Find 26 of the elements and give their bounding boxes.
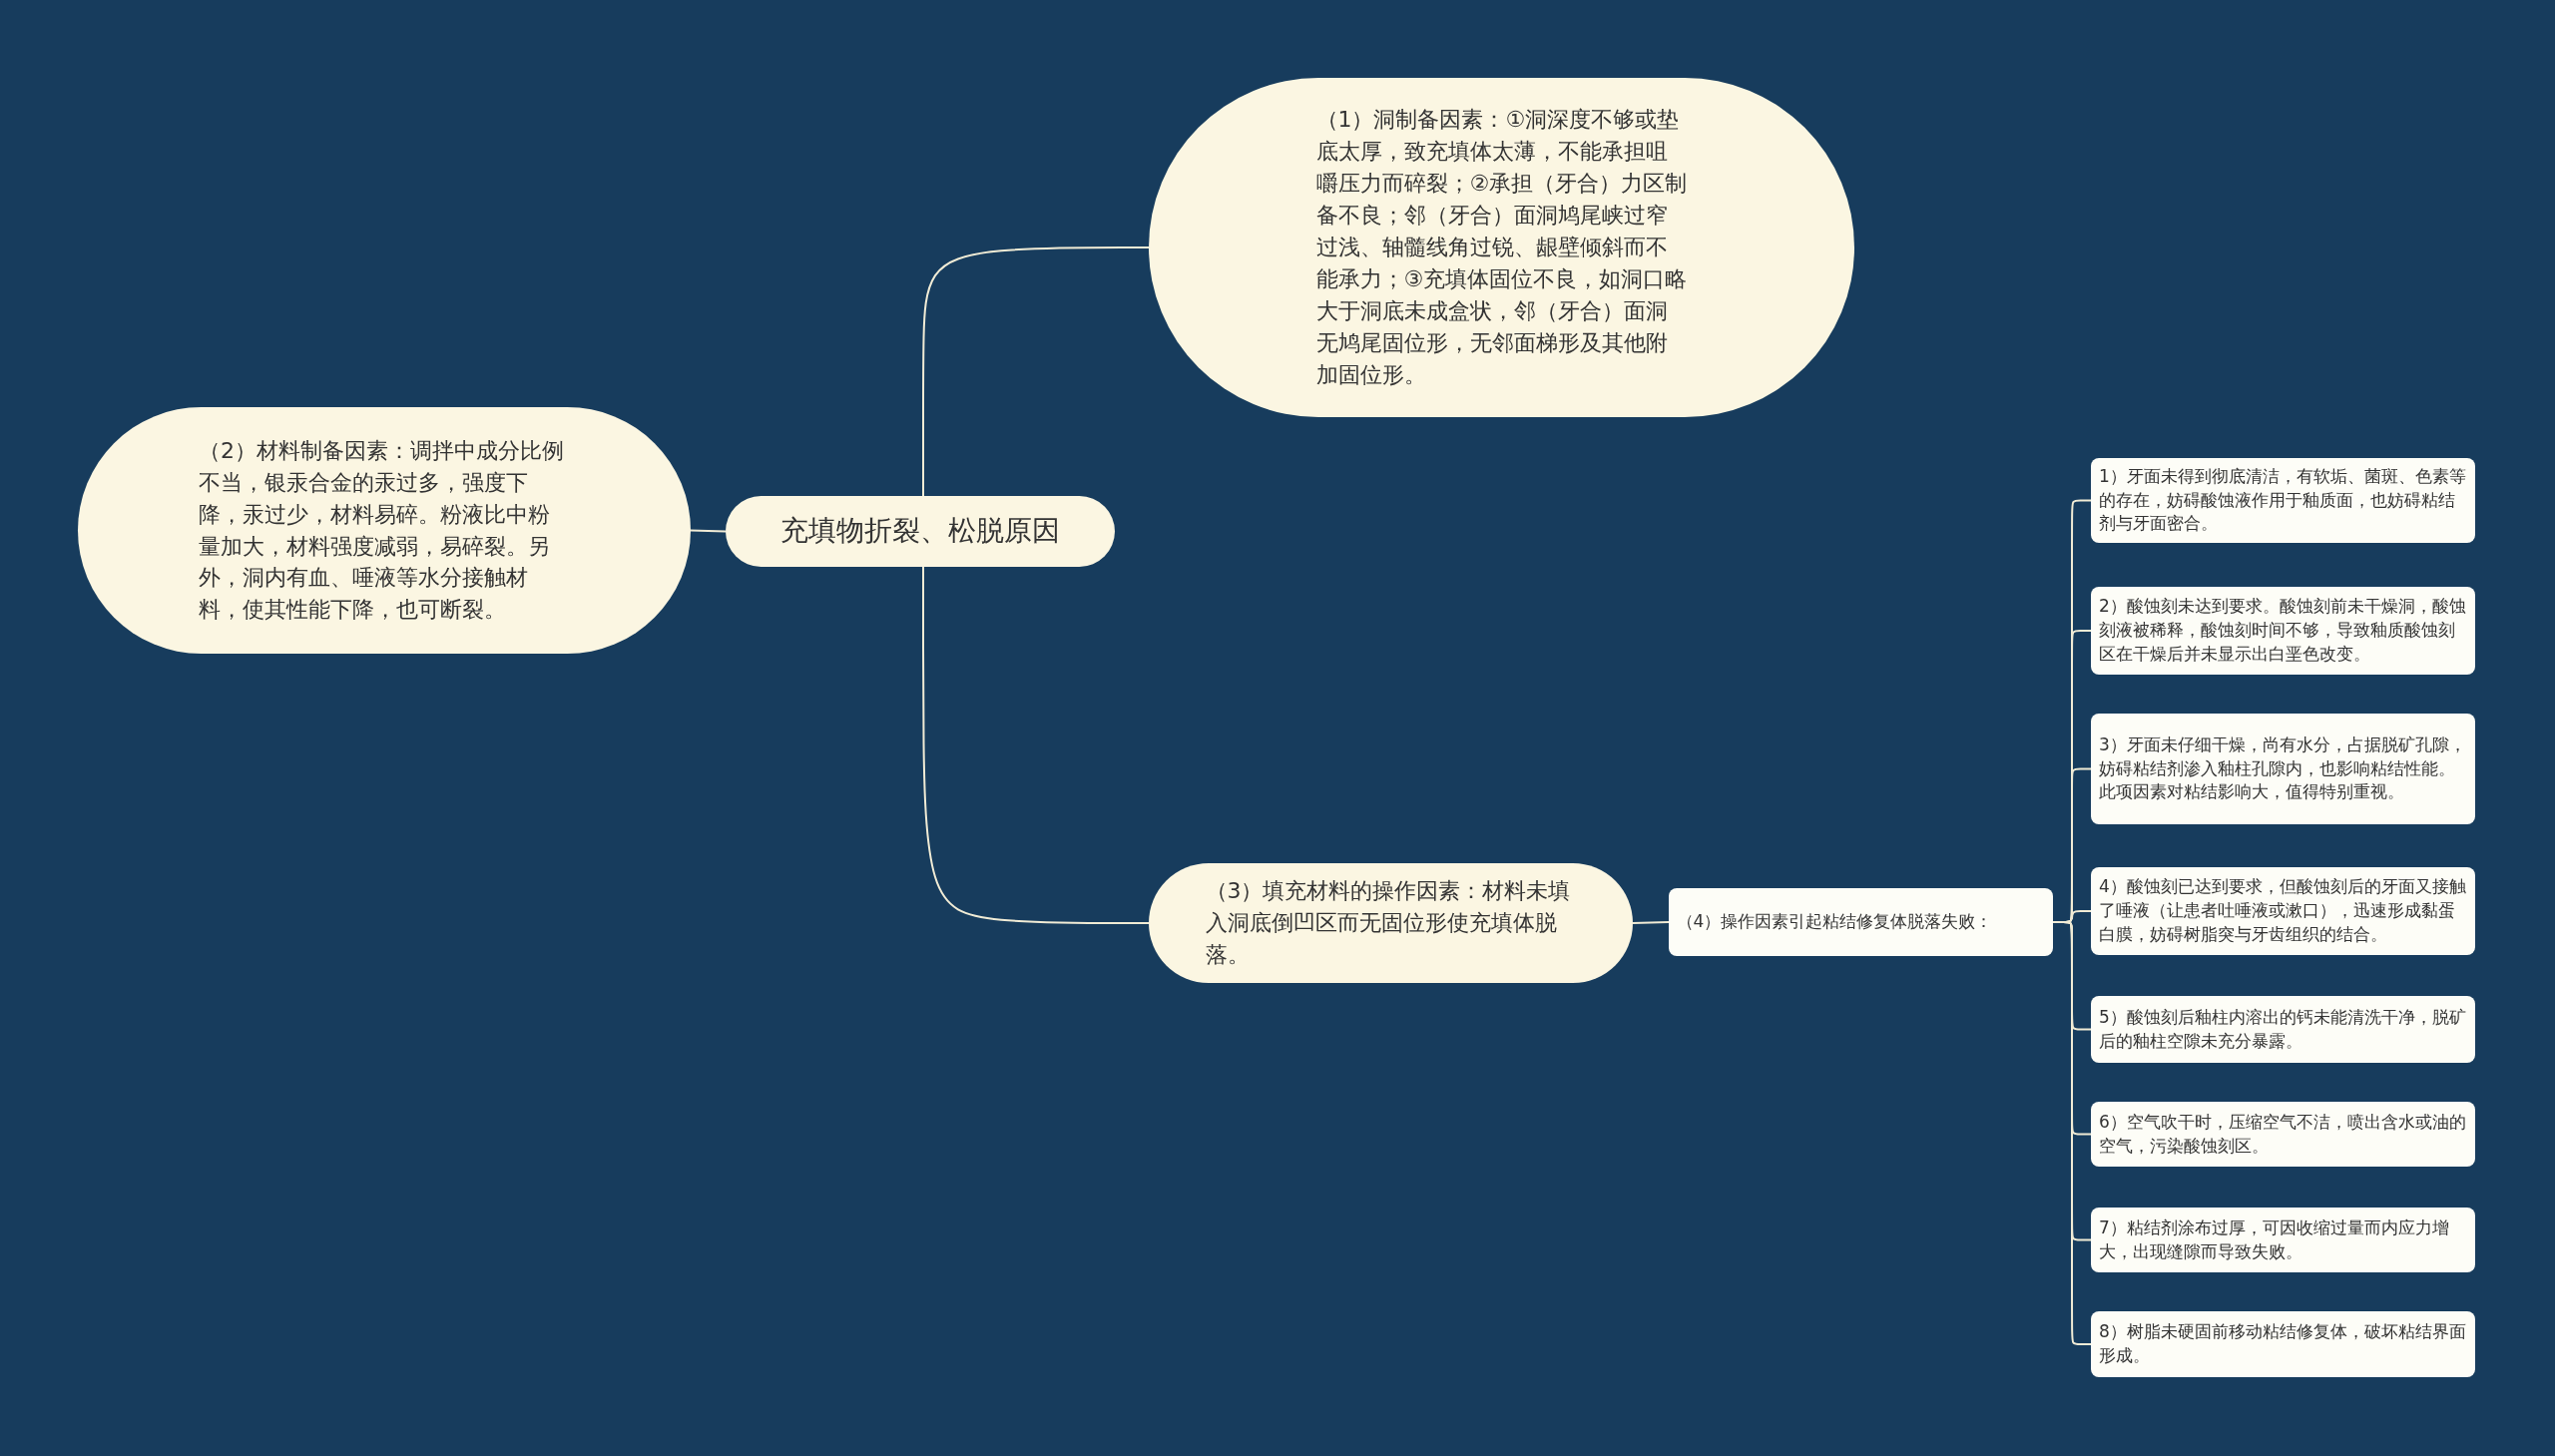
- connector-line: [922, 566, 1150, 924]
- node-text: 1）牙面未得到彻底清洁，有软垢、菌斑、色素等的存在，妨碍酸蚀液作用于釉质面，也妨碍粘结剂与牙面密合。: [2099, 464, 2467, 536]
- node-text: 3）牙面未仔细干燥，尚有水分，占据脱矿孔隙，妨碍粘结剂渗入釉柱孔隙内，也影响粘结性能。此项因素对粘结影响大，值得特别重视。: [2099, 732, 2467, 804]
- node-text: 7）粘结剂涂布过厚，可因收缩过量而内应力增大，出现缝隙而导致失败。: [2099, 1215, 2450, 1263]
- leaf-box: [2091, 714, 2475, 824]
- node-text: （1）洞制备因素：①洞深度不够或垫底太厚，致充填体太薄，不能承担咀嚼压力而碎裂；②承担（牙合）力区制备不良；邻（牙合）面洞鸠尾峡过窄过浅、轴髓线角过锐、龈壁倾斜而不能承力；③充填体固位不良，如洞口略大于洞底未成盒状，邻（牙合）面洞无鸠尾固位形，无邻面梯形及其他附加固位形。: [1315, 106, 1688, 389]
- node-text: 5）酸蚀刻后釉柱内溶出的钙未能清洗干净，脱矿后的釉柱空隙未充分暴露。: [2099, 1005, 2467, 1053]
- subtopic-box: [1669, 888, 2053, 956]
- leaf-box: [2091, 996, 2475, 1063]
- node-text: 充填物折裂、松脱原因: [780, 513, 1060, 550]
- leaf-box: [2091, 1311, 2475, 1377]
- connector-line: [1632, 921, 1670, 924]
- node-text: （2）材料制备因素：调拌中成分比例不当，银汞合金的汞过多，强度下降，汞过少，材料易碎。粉液比中粉量加大，材料强度减弱，易碎裂。另外，洞内有血、唾液等水分接触材料，使其性能下降，也可断裂。: [199, 436, 565, 625]
- node-text: 2）酸蚀刻未达到要求。酸蚀刻前未干燥洞，酸蚀刻液被稀释，酸蚀刻时间不够，导致釉质酸蚀刻区在干燥后并未显示出白垩色改变。: [2099, 595, 2467, 666]
- leaf-box: [2091, 1208, 2475, 1272]
- leaf-box: [2091, 587, 2475, 675]
- node-text: 8）树脂未硬固前移动粘结修复体，破坏粘结界面形成。: [2099, 1320, 2467, 1367]
- node-text: （3）填充材料的操作因素：材料未填入洞底倒凹区而无固位形使充填体脱落。: [1205, 877, 1572, 969]
- leaf-box: [2091, 867, 2475, 955]
- node-text: 6）空气吹干时，压缩空气不洁，喷出含水或油的空气，污染酸蚀刻区。: [2099, 1110, 2467, 1158]
- leaf-box: [2091, 458, 2475, 543]
- connector-line: [690, 529, 727, 533]
- node-text: （4）操作因素引起粘结修复体脱落失败：: [1676, 910, 1994, 934]
- node-text: 4）酸蚀刻已达到要求，但酸蚀刻后的牙面又接触了唾液（让患者吐唾液或漱口），迅速形成黏蛋白膜，妨碍树脂突与牙齿组织的结合。: [2099, 875, 2467, 946]
- leaf-box: [2091, 1102, 2475, 1167]
- connector-line: [922, 246, 1150, 497]
